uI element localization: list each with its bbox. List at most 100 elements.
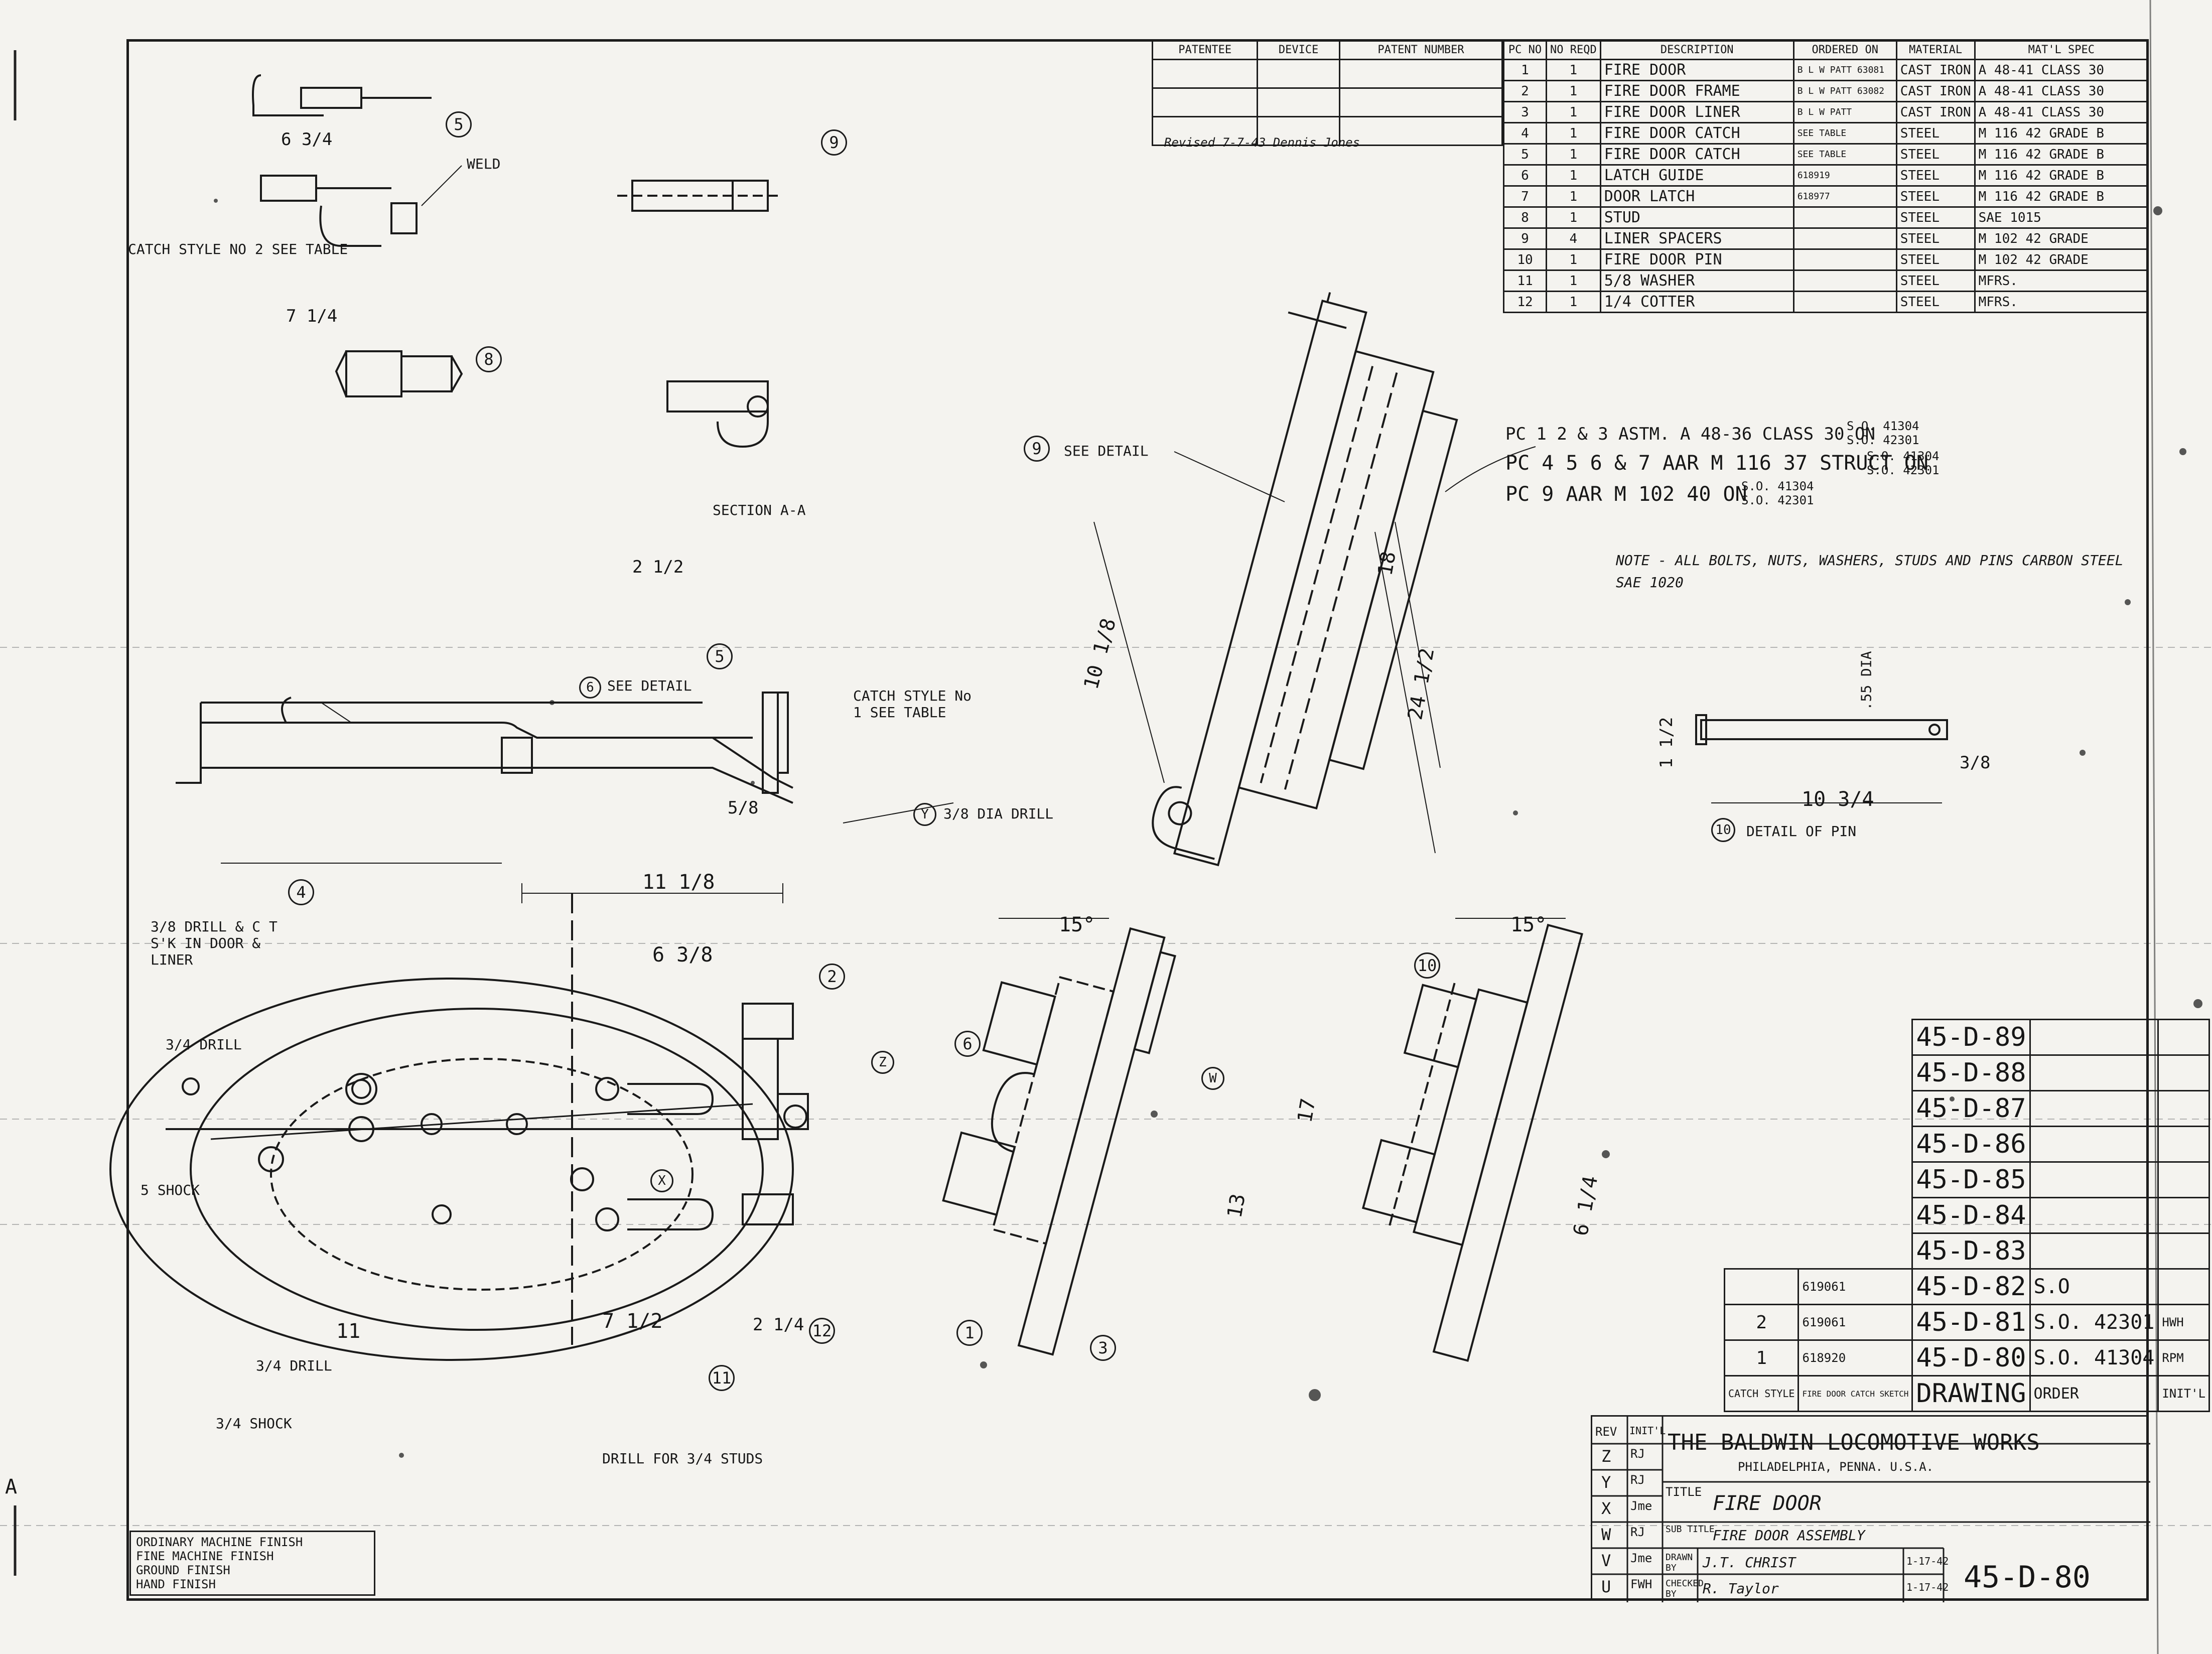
bom-cell-order: B L W PATT [1792, 101, 1897, 123]
general-note: NOTE - ALL BOLTS, NUTS, WASHERS, STUDS A… [1616, 552, 2124, 591]
bom-cell-order [1792, 227, 1897, 250]
section-a-a [666, 380, 769, 448]
dimension-text: 11 1/8 [642, 871, 715, 894]
bom-cell-mat: STEEL [1895, 269, 1976, 292]
company-location: PHILADELPHIA, PENNA. U.S.A. [1738, 1460, 1934, 1474]
bom-cell-desc: FIRE DOOR PIN [1599, 248, 1794, 271]
drawing-row: 45-D-86 [1725, 1126, 2210, 1163]
callout-circle: 5 [446, 111, 472, 137]
callout-circle: 6 [954, 1031, 981, 1057]
bom-cell-req: 4 [1546, 227, 1601, 250]
see-detail-9-label: SEE DETAIL [1064, 443, 1149, 459]
dimension-text: 10 3/4 [1802, 788, 1874, 811]
patent-header: PATENTEE [1151, 39, 1259, 60]
bom-cell-pc: 2 [1503, 80, 1547, 102]
bom-cell-mat: STEEL [1895, 291, 1976, 313]
rev-header: REV [1595, 1425, 1617, 1439]
catch-style-2-label: CATCH STYLE NO 2 SEE TABLE [128, 241, 348, 257]
upper-assembly [1152, 292, 1458, 867]
drawing-row: 45-D-89 [1725, 1019, 2210, 1056]
callout-circle: 11 [709, 1365, 735, 1391]
bom-cell-req: 1 [1546, 248, 1601, 271]
callout-circle: X [650, 1169, 673, 1192]
bom-cell-spec: M 102 42 GRADE [1974, 248, 2149, 271]
bom-cell-req: 1 [1546, 80, 1601, 102]
bom-cell-pc: 1 [1503, 59, 1547, 81]
company-name: THE BALDWIN LOCOMOTIVE WORKS [1668, 1430, 2040, 1455]
bom-cell-order: 618919 [1792, 164, 1897, 187]
bom-cell-order: 618977 [1792, 185, 1897, 208]
catch-style-cell-catch: 618920 [1798, 1339, 1913, 1376]
bom-cell-req: 1 [1546, 59, 1601, 81]
material-note: PC 1 2 & 3 ASTM. A 48-36 CLASS 30 ON [1505, 424, 1875, 444]
bom-header: PC NO [1503, 39, 1547, 60]
bom-cell-desc: FIRE DOOR CATCH [1599, 122, 1794, 145]
see-detail-6-label: SEE DETAIL [607, 677, 692, 694]
bom-cell-mat: STEEL [1895, 122, 1976, 145]
bom-cell-pc: 7 [1503, 185, 1547, 208]
checked-by: R. Taylor [1703, 1580, 1779, 1597]
bom-cell-mat: STEEL [1895, 248, 1976, 271]
bom-cell-order: SEE TABLE [1792, 122, 1897, 145]
dimension-text: 6 3/4 [281, 129, 333, 150]
bom-cell-desc: FIRE DOOR FRAME [1599, 80, 1794, 102]
bom-cell-desc: LATCH GUIDE [1599, 164, 1794, 187]
catch-style-cell-drawing: 45-D-81 [1911, 1304, 2031, 1341]
callout-circle: Z [871, 1051, 894, 1074]
drawing-number-cell: 45-D-86 [1911, 1126, 2031, 1163]
drawing-row: 45-D-84 [1725, 1197, 2210, 1234]
bom-cell-spec: M 102 42 GRADE [1974, 227, 2149, 250]
bom-cell-desc: 5/8 WASHER [1599, 269, 1794, 292]
catch-style-cell-order: S.O [2029, 1268, 2159, 1305]
bom-cell-pc: 6 [1503, 164, 1547, 187]
pin-detail [1695, 714, 1948, 745]
catch-style-cell-style [1723, 1268, 1800, 1305]
catch-style-cell-style: 2 [1723, 1304, 1800, 1341]
bom-header: NO REQD [1546, 39, 1601, 60]
patent-revision-note: Revised 7-7-43 Dennis Jones [1164, 135, 1360, 150]
bom-cell-desc: 1/4 COTTER [1599, 291, 1794, 313]
callout-circle: Y [913, 803, 936, 826]
bom-cell-spec: SAE 1015 [1974, 206, 2149, 229]
bom-cell-desc: FIRE DOOR CATCH [1599, 143, 1794, 166]
bom-cell-order [1792, 248, 1897, 271]
callout-circle: 10 [1711, 818, 1735, 842]
pin-dia-label: .55 DIA [1858, 651, 1875, 711]
bom-cell-order: SEE TABLE [1792, 143, 1897, 166]
dimension-text: 3/8 [1960, 753, 1991, 773]
bom-cell-desc: LINER SPACERS [1599, 227, 1794, 250]
bom-cell-req: 1 [1546, 164, 1601, 187]
revision-initl: RJ [1630, 1525, 1645, 1539]
dimension-text: 2 1/4 [753, 1315, 804, 1335]
material-note: PC 9 AAR M 102 40 ON [1505, 483, 1747, 506]
right-side-view [1361, 923, 1583, 1362]
drawing-title: FIRE DOOR [1713, 1492, 1822, 1515]
front-view-door [109, 893, 809, 1361]
weld-label: WELD [467, 156, 501, 172]
material-note: PC 4 5 6 & 7 AAR M 116 37 STRUCT ON [1505, 452, 1928, 475]
initl-header: INIT'L [1629, 1425, 1666, 1437]
bom-cell-req: 1 [1546, 122, 1601, 145]
bom-cell-pc: 12 [1503, 291, 1547, 313]
middle-side-view [942, 927, 1176, 1356]
callout-circle: 9 [821, 129, 847, 156]
bom-cell-req: 1 [1546, 143, 1601, 166]
section-label: SECTION A-A [713, 502, 806, 518]
catch-style-2-outline [252, 74, 324, 116]
bom-cell-desc: FIRE DOOR LINER [1599, 101, 1794, 123]
finish-legend-item: HAND FINISH [136, 1577, 216, 1591]
footer-cell-style: CATCH STYLE [1723, 1375, 1800, 1412]
revision-initl: FWH [1630, 1577, 1652, 1591]
drawn-date: 1-17-42 [1906, 1555, 1949, 1567]
